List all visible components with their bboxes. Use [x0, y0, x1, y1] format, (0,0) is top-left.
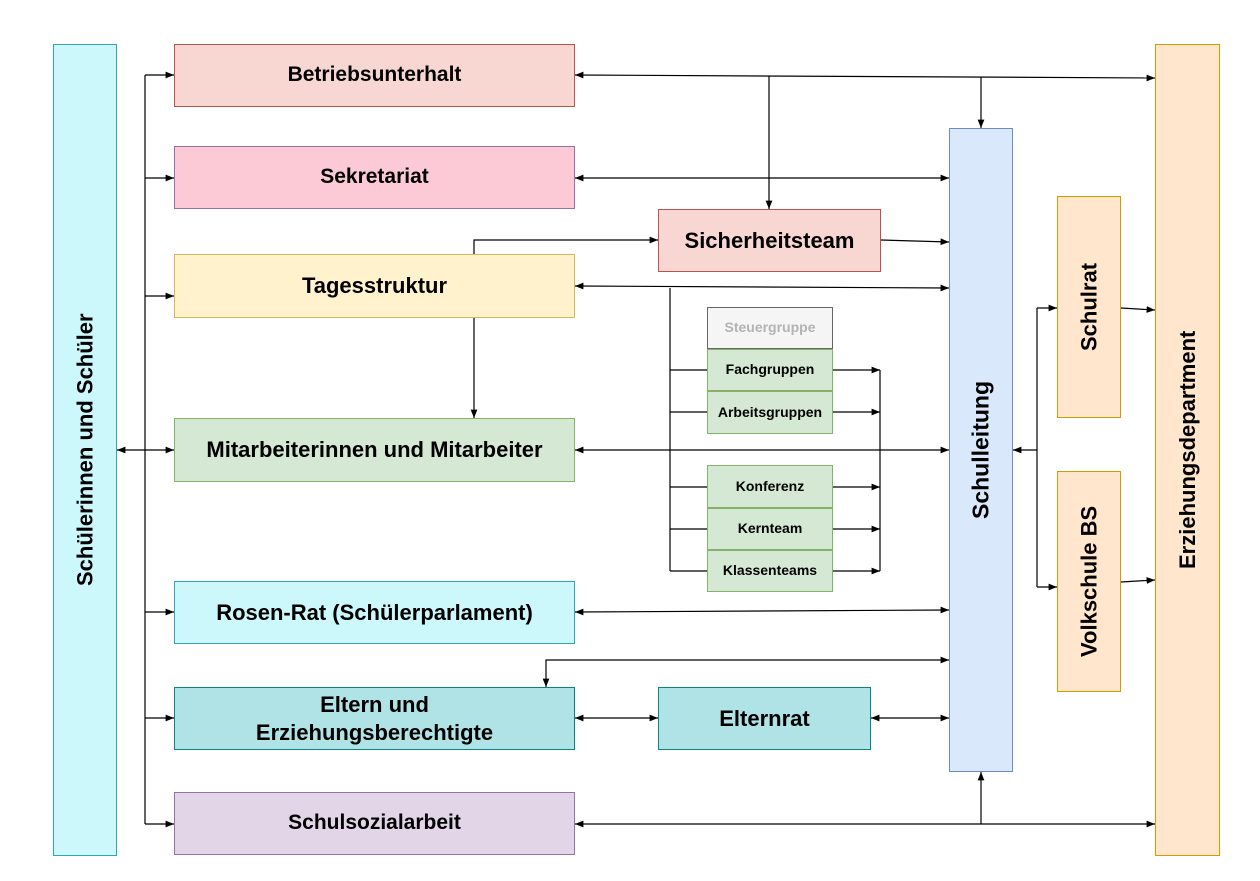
- node-mitarbeiter: Mitarbeiterinnen und Mitarbeiter: [174, 418, 575, 482]
- node-klassenteams: Klassenteams: [707, 550, 833, 592]
- node-kernteam-label: Kernteam: [737, 520, 803, 537]
- node-mitarbeiter-label: Mitarbeiterinnen und Mitarbeiter: [206, 437, 543, 463]
- node-schulsozialarbeit: Schulsozialarbeit: [174, 792, 575, 855]
- node-tagesstruktur-label: Tagesstruktur: [301, 273, 448, 299]
- node-schulrat: Schulrat: [1057, 196, 1121, 418]
- node-schulrat-label: Schulrat: [1076, 262, 1102, 352]
- node-volksschule: Volkschule BS: [1057, 471, 1121, 692]
- node-sicherheitsteam-label: Sicherheitsteam: [684, 227, 855, 253]
- edge-schulleitung-eltern: [542, 656, 949, 687]
- node-steuergruppe-label: Steuergruppe: [724, 319, 816, 336]
- node-steuergruppe: Steuergruppe: [707, 307, 833, 349]
- node-betriebsunterhalt: Betriebsunterhalt: [174, 44, 575, 107]
- node-schulleitung: Schulleitung: [949, 128, 1013, 772]
- edge-tages-schulleitung: [574, 282, 950, 292]
- node-betriebsunterhalt-label: Betriebsunterhalt: [287, 63, 462, 87]
- node-schueler: Schülerinnen und Schüler: [53, 44, 117, 856]
- node-eltern-label-line1: Eltern und: [320, 692, 429, 717]
- node-rosenrat-label: Rosen-Rat (Schülerparlament): [216, 599, 533, 625]
- edge-volksschule-erziehung: [1120, 577, 1156, 584]
- node-fachgruppen: Fachgruppen: [707, 349, 833, 391]
- node-klassenteams-label: Klassenteams: [722, 562, 818, 579]
- node-rosenrat: Rosen-Rat (Schülerparlament): [174, 581, 575, 644]
- node-volksschule-label: Volkschule BS: [1076, 505, 1102, 658]
- edge-sicherheit-schulleitung: [880, 238, 950, 246]
- edge-schulrat-erziehung: [1120, 306, 1156, 313]
- node-schulleitung-label: Schulleitung: [967, 381, 994, 519]
- edge-rosenrat-schulleitung: [574, 606, 950, 616]
- node-erziehungsdepartment-label: Erziehungsdepartment: [1174, 330, 1200, 570]
- edge-betrieb-erziehung: [574, 71, 1156, 82]
- edge-tages-sicherheit: [473, 236, 658, 254]
- node-eltern-label-line2: Erziehungsberechtigte: [255, 719, 494, 745]
- node-konferenz-label: Konferenz: [735, 477, 805, 494]
- node-elternrat-label: Elternrat: [719, 705, 810, 731]
- node-sicherheitsteam: Sicherheitsteam: [658, 209, 881, 272]
- node-kernteam: Kernteam: [707, 508, 833, 550]
- node-fachgruppen-label: Fachgruppen: [725, 361, 815, 378]
- node-sekretariat-label: Sekretariat: [320, 165, 429, 189]
- node-konferenz: Konferenz: [707, 465, 833, 508]
- node-arbeitsgruppen-label: Arbeitsgruppen: [717, 403, 823, 420]
- node-tagesstruktur: Tagesstruktur: [174, 254, 575, 318]
- node-elternrat: Elternrat: [658, 687, 871, 750]
- node-arbeitsgruppen: Arbeitsgruppen: [707, 391, 833, 434]
- node-erziehungsdepartment: Erziehungsdepartment: [1155, 44, 1220, 856]
- node-schulsozialarbeit-label: Schulsozialarbeit: [288, 811, 461, 835]
- node-sekretariat: Sekretariat: [174, 146, 575, 209]
- node-schueler-label: Schülerinnen und Schüler: [72, 313, 98, 587]
- node-eltern: Eltern und Erziehungsberechtigte: [174, 687, 575, 750]
